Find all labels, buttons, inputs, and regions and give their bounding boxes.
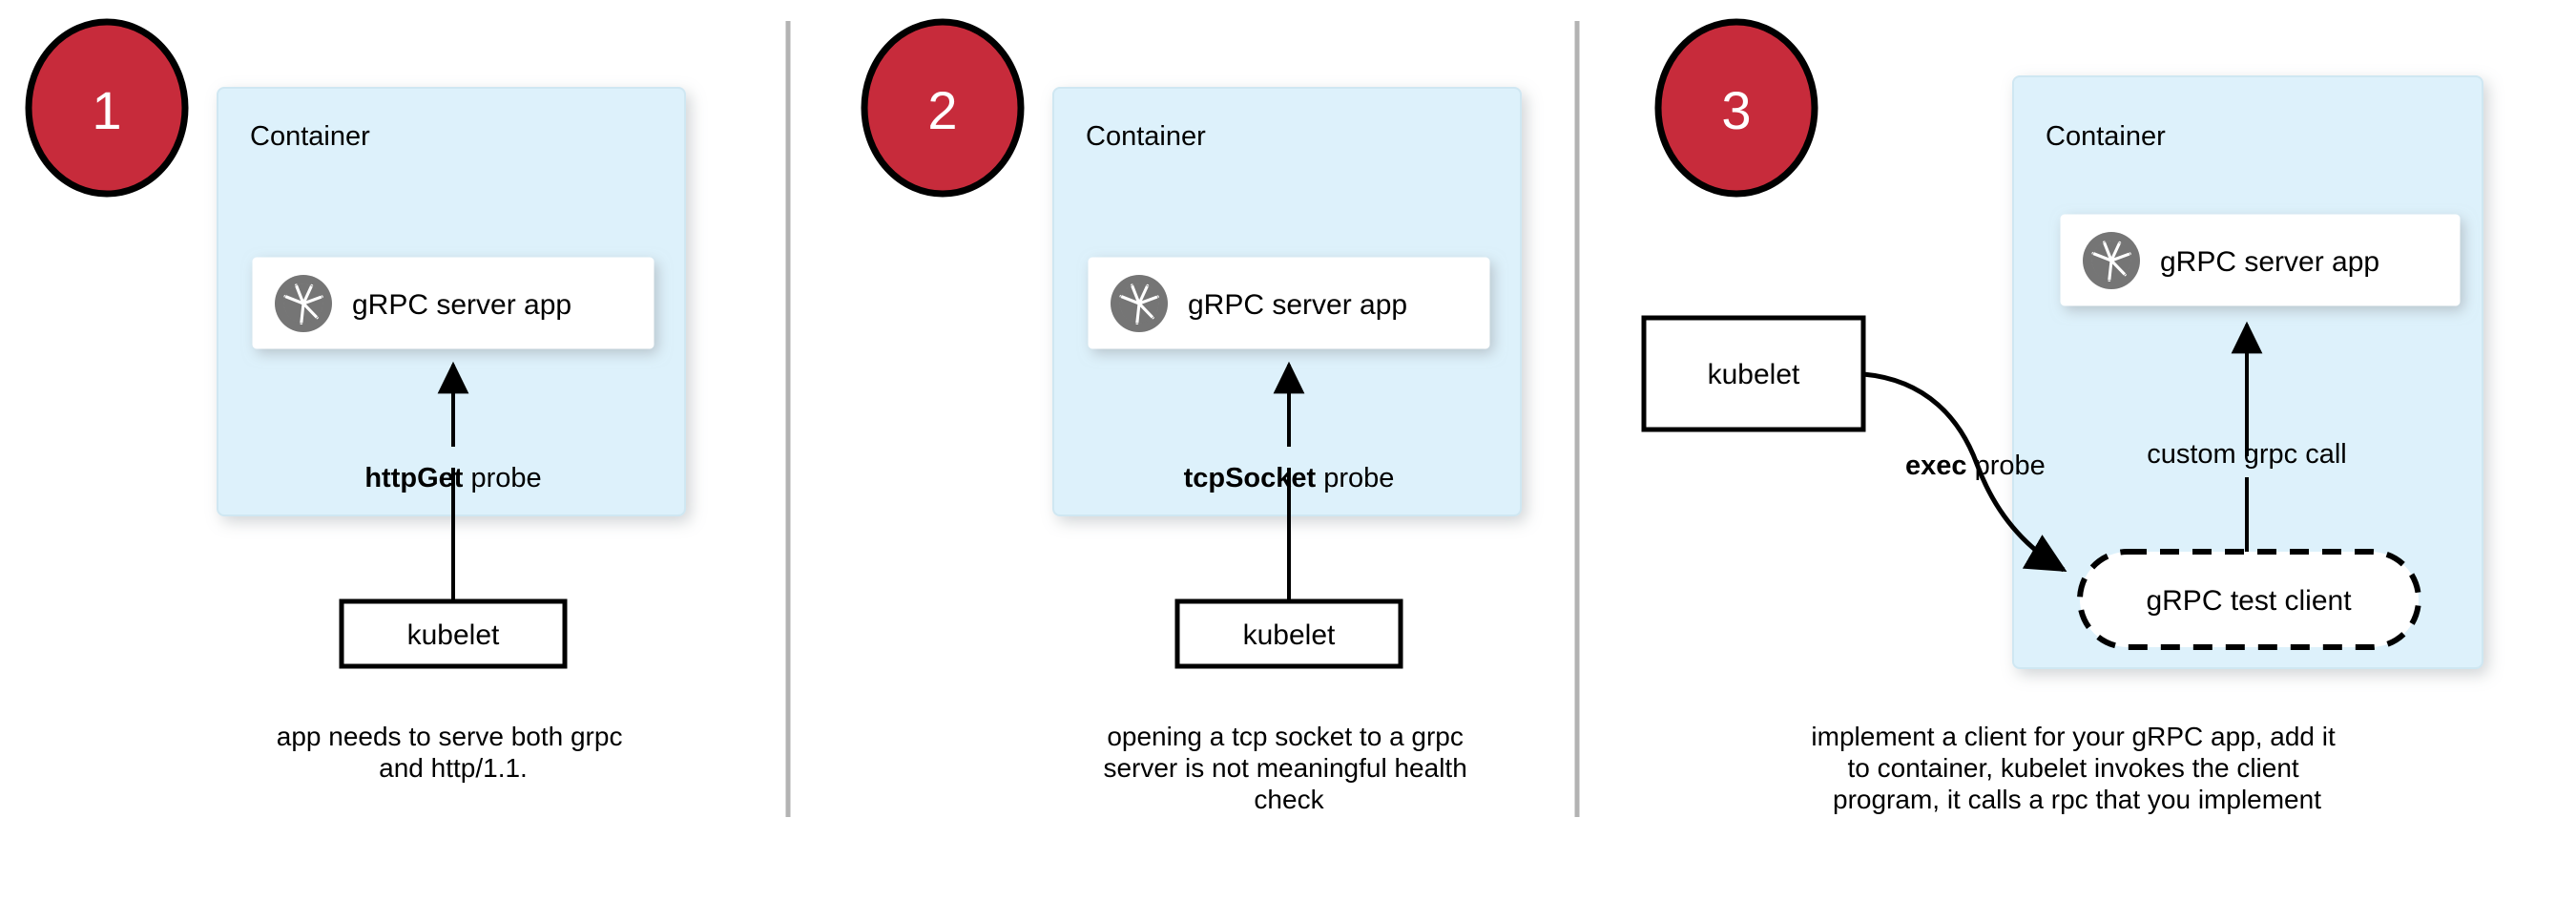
grpc-server-app-box-1	[252, 257, 654, 349]
panel-1: 1 Container gRPC server app httpGet prob…	[25, 18, 686, 783]
caption-line: check	[1254, 785, 1324, 814]
custom-grpc-call-label: custom grpc call	[2147, 439, 2347, 470]
container-label-1: Container	[250, 121, 370, 152]
probe-label-rest-3: probe	[1967, 451, 2046, 481]
kubelet-label-1: kubelet	[407, 619, 500, 651]
probe-label-bold-3: exec	[1905, 451, 1967, 481]
probe-label-rest-1: probe	[463, 463, 541, 493]
panel-caption-2: opening a tcp socket to a grpc server is…	[1103, 722, 1474, 814]
container-label-2: Container	[1086, 121, 1206, 152]
container-label-3: Container	[2046, 121, 2166, 152]
caption-line: implement a client for your gRPC app, ad…	[1811, 722, 2336, 751]
grpc-server-app-label-3: gRPC server app	[2160, 246, 2379, 278]
grpc-test-client-label: gRPC test client	[2146, 585, 2352, 617]
caption-line: app needs to serve both grpc	[277, 722, 623, 751]
grpc-aperture-icon-2	[1109, 273, 1170, 334]
step-badge-number: 3	[1721, 80, 1751, 140]
panel-2: 2 Container gRPC server app tcpSocket pr…	[861, 18, 1522, 814]
kubelet-box-3	[1641, 315, 1866, 432]
step-badge-3: 3	[1654, 18, 1818, 198]
grpc-aperture-icon-3	[2081, 230, 2142, 291]
step-badge-number: 2	[927, 80, 957, 140]
kubelet-box-1	[339, 598, 568, 669]
caption-line: opening a tcp socket to a grpc	[1107, 722, 1464, 751]
panel-3: 3 Container gRPC server app custom grpc …	[1641, 18, 2483, 814]
grpc-aperture-icon-1	[273, 273, 334, 334]
kubelet-box-2	[1174, 598, 1403, 669]
caption-line: and http/1.1.	[379, 753, 528, 783]
panel-caption-1: app needs to serve both grpc and http/1.…	[277, 722, 630, 783]
probe-label-rest-2: probe	[1316, 463, 1394, 493]
step-badge-2: 2	[861, 18, 1025, 198]
grpc-test-client-box	[2077, 549, 2421, 650]
probe-label-3: exec probe	[1905, 451, 2046, 481]
grpc-server-app-box-2	[1088, 257, 1490, 349]
probe-label-1: httpGet probe	[364, 463, 541, 493]
step-badge-number: 1	[92, 80, 121, 140]
exec-probe-arrow	[1862, 371, 2067, 573]
grpc-server-app-box-3	[2060, 214, 2461, 306]
probe-label-2: tcpSocket probe	[1184, 463, 1395, 493]
step-badge-1: 1	[25, 18, 189, 198]
probe-label-bold-1: httpGet	[364, 463, 463, 493]
panel-caption-3: implement a client for your gRPC app, ad…	[1811, 722, 2342, 814]
caption-line: to container, kubelet invokes the client	[1848, 753, 2299, 783]
probe-label-bold-2: tcpSocket	[1184, 463, 1317, 493]
grpc-server-app-label-2: gRPC server app	[1188, 289, 1407, 321]
caption-line: program, it calls a rpc that you impleme…	[1833, 785, 2321, 814]
grpc-server-app-label-1: gRPC server app	[352, 289, 571, 321]
kubelet-label-2: kubelet	[1243, 619, 1336, 651]
caption-line: server is not meaningful health	[1103, 753, 1466, 783]
kubelet-label-3: kubelet	[1708, 359, 1800, 390]
